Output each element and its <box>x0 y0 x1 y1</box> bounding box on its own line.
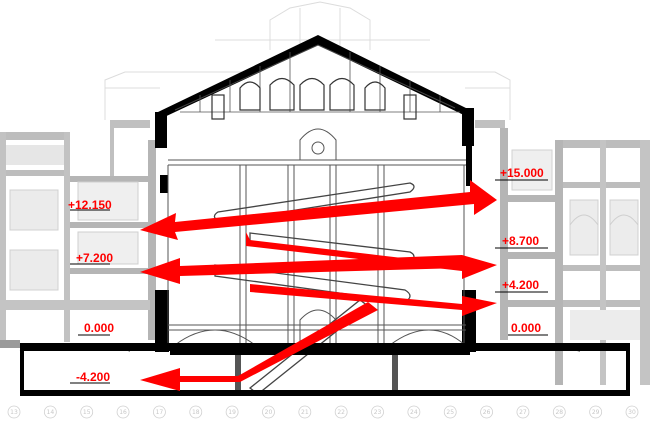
level-label-left-minus4200: -4.200 <box>76 370 110 384</box>
axis-marker-label: 29 <box>592 409 600 416</box>
levels-left: +12.150 +7.200 0.000 -4.200 <box>68 198 114 384</box>
level-label-right-15000: +15.000 <box>500 166 544 180</box>
axis-marker-label: 24 <box>410 409 418 416</box>
arrow-mid-to-left <box>140 255 462 284</box>
axis-marker-label: 15 <box>83 409 91 416</box>
axis-marker <box>589 405 603 419</box>
axis-marker-label: 23 <box>374 409 382 416</box>
axis-marker <box>189 405 203 419</box>
axis-marker <box>443 405 457 419</box>
level-label-right-8700: +8.700 <box>502 234 539 248</box>
arrow-down-to-basement <box>140 302 378 391</box>
axis-marker-label: 21 <box>301 409 309 416</box>
level-label-left-12150: +12.150 <box>68 198 112 212</box>
axis-marker-label: 19 <box>228 409 236 416</box>
axis-marker <box>407 405 421 419</box>
axis-marker-label: 16 <box>119 409 127 416</box>
axis-marker <box>334 405 348 419</box>
axis-marker-label: 18 <box>192 409 200 416</box>
level-label-right-4200: +4.200 <box>502 278 539 292</box>
level-label-left-0000: 0.000 <box>84 321 114 335</box>
main-roof <box>158 35 470 120</box>
left-context-buildings <box>0 120 156 348</box>
axis-markers: 13 14 15 16 17 18 19 20 21 22 23 24 25 26 27 28 29 30 <box>7 405 639 419</box>
level-markers <box>70 179 548 384</box>
section-cut-walls <box>155 108 476 352</box>
axis-marker <box>516 405 530 419</box>
axis-marker <box>43 405 57 419</box>
axis-marker <box>7 405 21 419</box>
circulation-arrows <box>140 180 497 391</box>
level-label-left-7200: +7.200 <box>76 251 113 265</box>
arrow-upper-to-left <box>140 180 497 240</box>
background-building-outline <box>104 1 511 120</box>
level-label-right-0000: 0.000 <box>511 321 541 335</box>
levels-right: +15.000 +8.700 +4.200 0.000 <box>500 166 544 335</box>
axis-marker-label: 14 <box>47 409 55 416</box>
axis-marker-label: 28 <box>555 409 563 416</box>
axis-marker <box>552 405 566 419</box>
axis-marker-label: 22 <box>337 409 345 416</box>
axis-marker-label: 20 <box>265 409 273 416</box>
hall-columns <box>239 165 385 345</box>
axis-marker <box>153 405 166 419</box>
axis-marker <box>625 405 639 419</box>
axis-marker-label: 30 <box>628 409 636 416</box>
ground-floor-slab <box>19 343 630 391</box>
axis-marker <box>298 405 312 419</box>
right-context-buildings <box>475 120 650 385</box>
axis-marker-label: 13 <box>10 409 18 416</box>
axis-marker-label: 25 <box>446 409 454 416</box>
axis-marker <box>116 405 130 419</box>
axis-marker-label: 26 <box>483 409 491 416</box>
main-hall-interior <box>167 128 466 346</box>
basement-slab <box>20 390 630 396</box>
axis-marker <box>480 405 493 419</box>
axis-marker <box>371 405 384 419</box>
axis-marker <box>262 405 275 419</box>
axis-marker-label: 17 <box>156 409 164 416</box>
axis-marker <box>225 405 239 419</box>
axis-marker-label: 27 <box>519 409 527 416</box>
axis-marker <box>80 405 94 419</box>
arrow-lower-to-right <box>250 277 497 316</box>
